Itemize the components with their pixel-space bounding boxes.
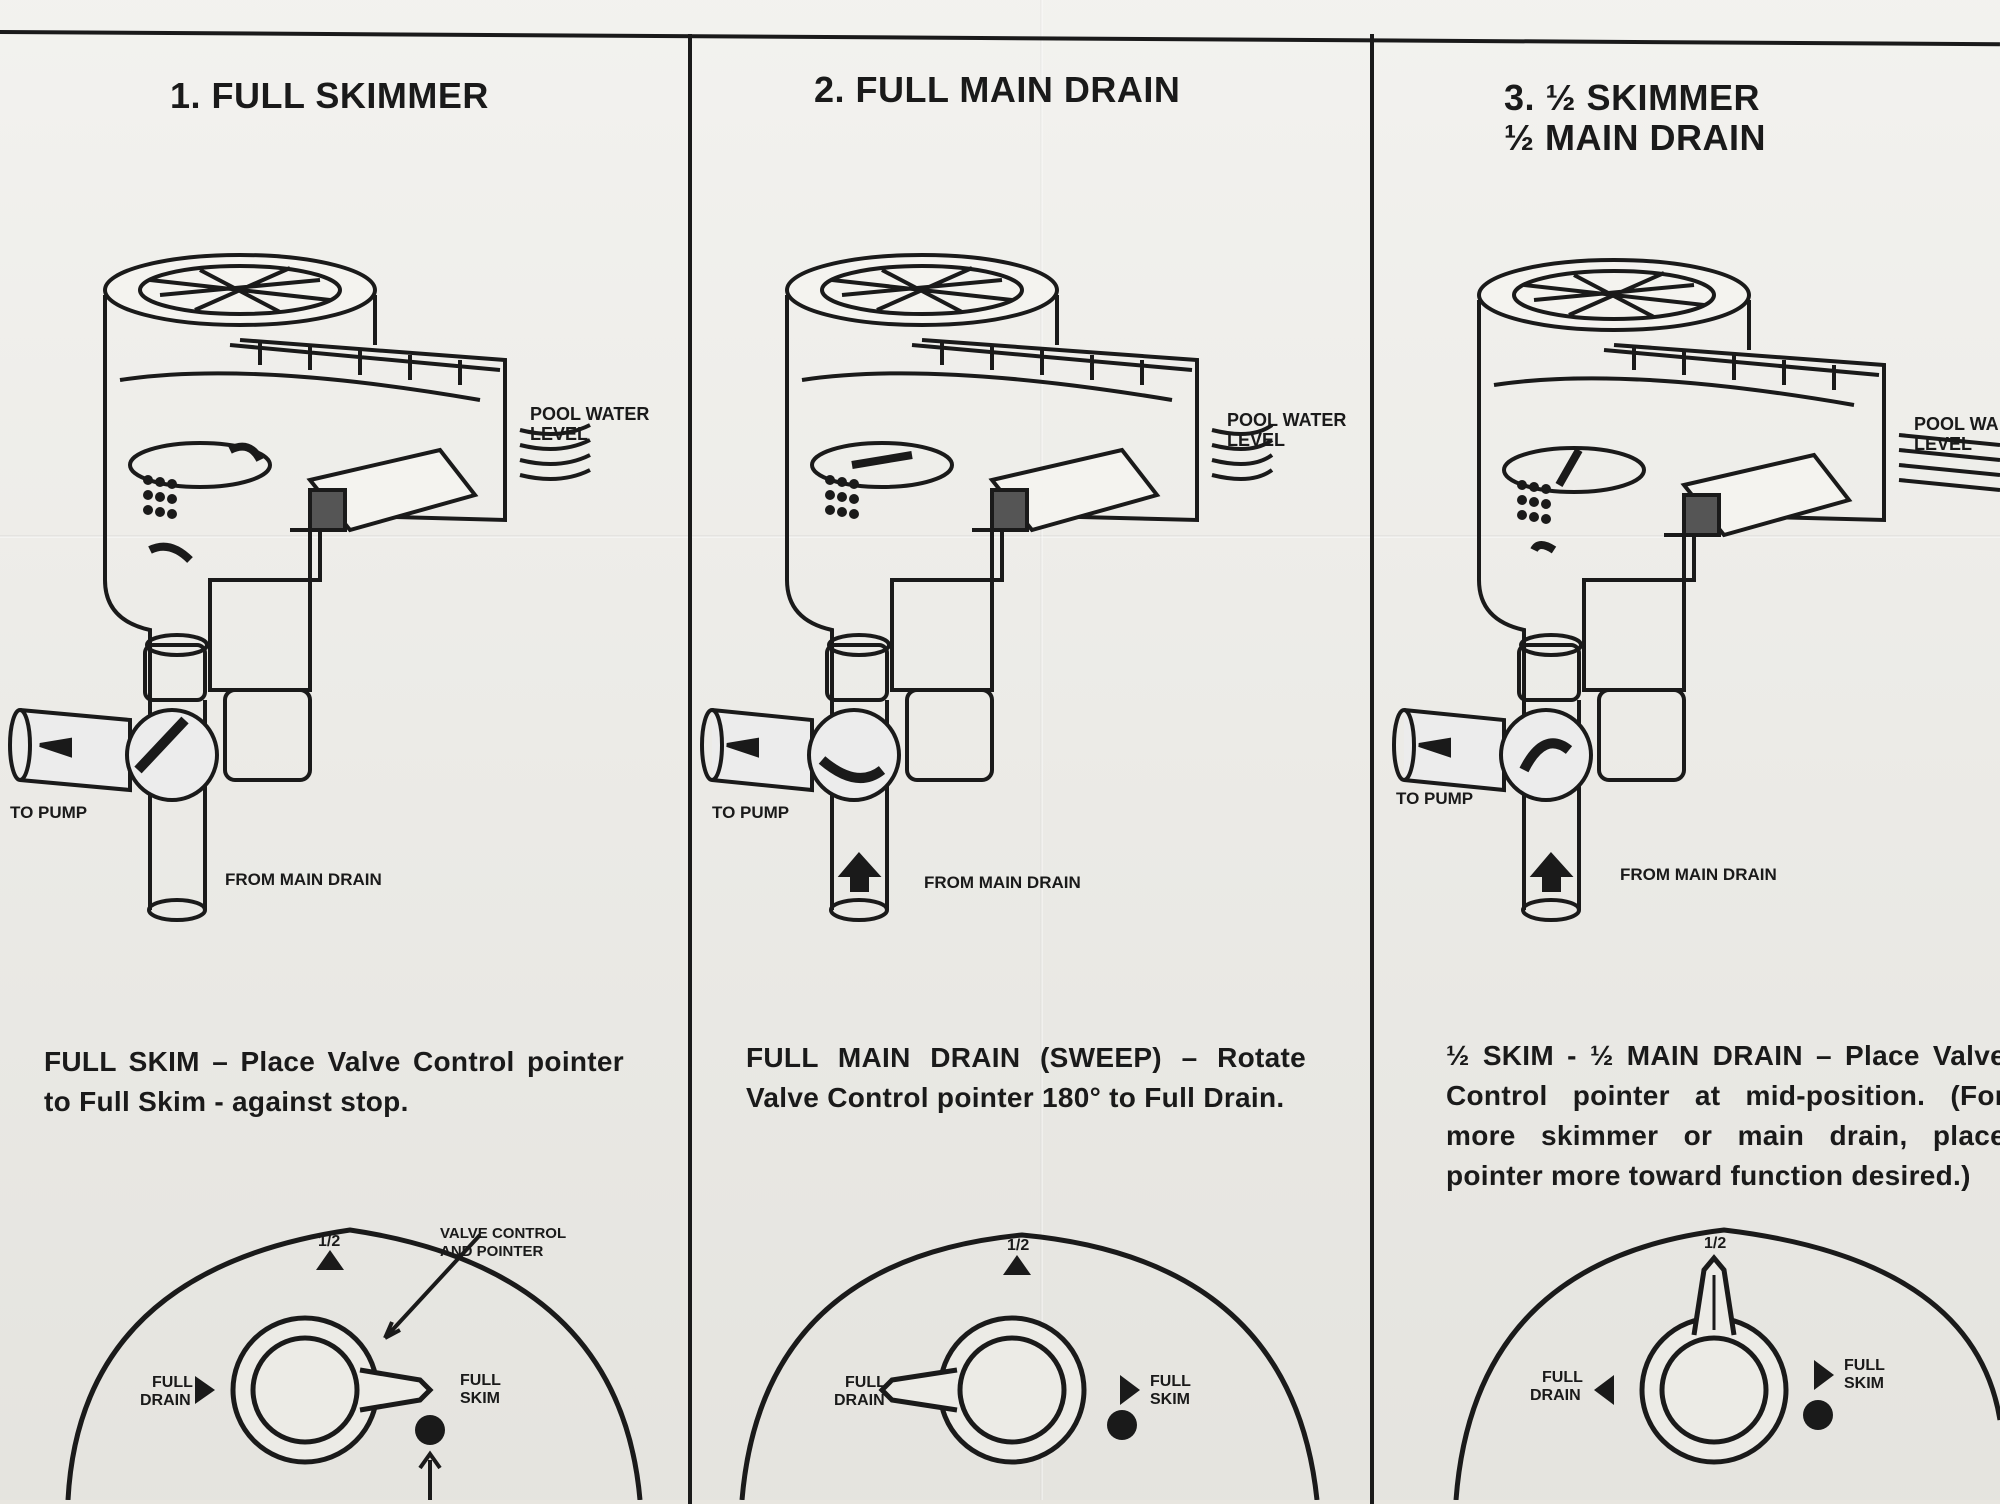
valve-dial: 1/2 FULL DRAIN FULL SKIM VALVE CONTROL A… [65,1225,643,1500]
stop-icon [1803,1400,1833,1430]
stop-icon [1107,1410,1137,1440]
panel-heading: 1. FULL SKIMMER [170,75,489,116]
to-pump-label: TO PUMP [1396,789,1473,808]
paper-fold-vertical [1040,0,1043,1500]
full-skim-label: FULL [460,1372,501,1389]
valve-dial: 1/2 FULL DRAIN FULL SKIM [1453,1227,2000,1500]
full-skim-label-2: SKIM [1150,1391,1190,1408]
full-skim-triangle-icon [1120,1375,1140,1405]
panel-heading: 3. ½ SKIMMER ½ MAIN DRAIN [1504,77,1767,158]
to-pump-label: TO PUMP [10,803,87,822]
valve-dial: 1/2 FULL DRAIN FULL SKIM [739,1232,1320,1500]
full-drain-label: FULL [1542,1369,1583,1386]
full-drain-label-2: DRAIN [1530,1387,1581,1404]
full-drain-label-2: DRAIN [834,1392,885,1409]
column-divider [688,34,692,1504]
panel-full-skimmer: 1. FULL SKIMMER [0,0,688,1500]
full-drain-triangle-icon [195,1376,215,1404]
panel-full-main-drain: 2. FULL MAIN DRAIN [692,0,1370,1500]
panel-description: FULL MAIN DRAIN (SWEEP) – Rotate Valve C… [746,1042,1306,1113]
from-main-drain-label: FROM MAIN DRAIN [225,870,382,889]
panel-heading: 2. FULL MAIN DRAIN [814,69,1181,110]
panel-description: ½ SKIM - ½ MAIN DRAIN – Place Valve Cont… [1446,1040,2000,1191]
pool-water-label: POOL WATER [530,404,649,424]
pool-water-label: POOL WA [1914,414,1999,434]
full-skim-label: FULL [1844,1357,1885,1374]
level-label: LEVEL [530,424,588,444]
full-skim-triangle-icon [1814,1360,1834,1390]
skimmer-diagram: POOL WATER LEVEL TO PUMP FROM MAIN DRAIN [700,253,1346,922]
valve-pointer [878,1367,958,1413]
panel-half-skimmer-half-drain: 3. ½ SKIMMER ½ MAIN DRAIN [1374,0,2000,1500]
column-divider [1370,34,1374,1504]
from-main-drain-label: FROM MAIN DRAIN [924,873,1081,892]
half-label: 1/2 [1704,1235,1726,1252]
half-triangle-icon [316,1250,344,1270]
full-skim-label-2: SKIM [460,1390,500,1407]
valve-control-label: VALVE CONTROL [440,1225,566,1242]
skimmer-diagram: POOL WA LEVEL TO PUMP FROM MAIN DRAIN [1392,258,2000,922]
full-drain-label-2: DRAIN [140,1392,191,1409]
level-label: LEVEL [1227,430,1285,450]
half-label: 1/2 [1007,1237,1029,1254]
half-triangle-icon [1003,1255,1031,1275]
full-drain-label: FULL [152,1374,193,1391]
skimmer-diagram: POOL WATER LEVEL TO PUMP FROM MAIN DRAIN [8,253,649,922]
pool-water-label: POOL WATER [1227,410,1346,430]
level-label: LEVEL [1914,434,1972,454]
half-label: 1/2 [318,1233,340,1250]
full-drain-label: FULL [845,1374,886,1391]
full-skim-label: FULL [1150,1373,1191,1390]
stop-icon [415,1415,445,1445]
from-main-drain-label: FROM MAIN DRAIN [1620,865,1777,884]
panel-description: FULL SKIM – Place Valve Control pointer … [44,1046,624,1117]
valve-pointer [359,1367,434,1413]
full-skim-label-2: SKIM [1844,1375,1884,1392]
valve-control-label-2: AND POINTER [440,1243,544,1260]
to-pump-label: TO PUMP [712,803,789,822]
full-drain-triangle-icon [1594,1375,1614,1405]
